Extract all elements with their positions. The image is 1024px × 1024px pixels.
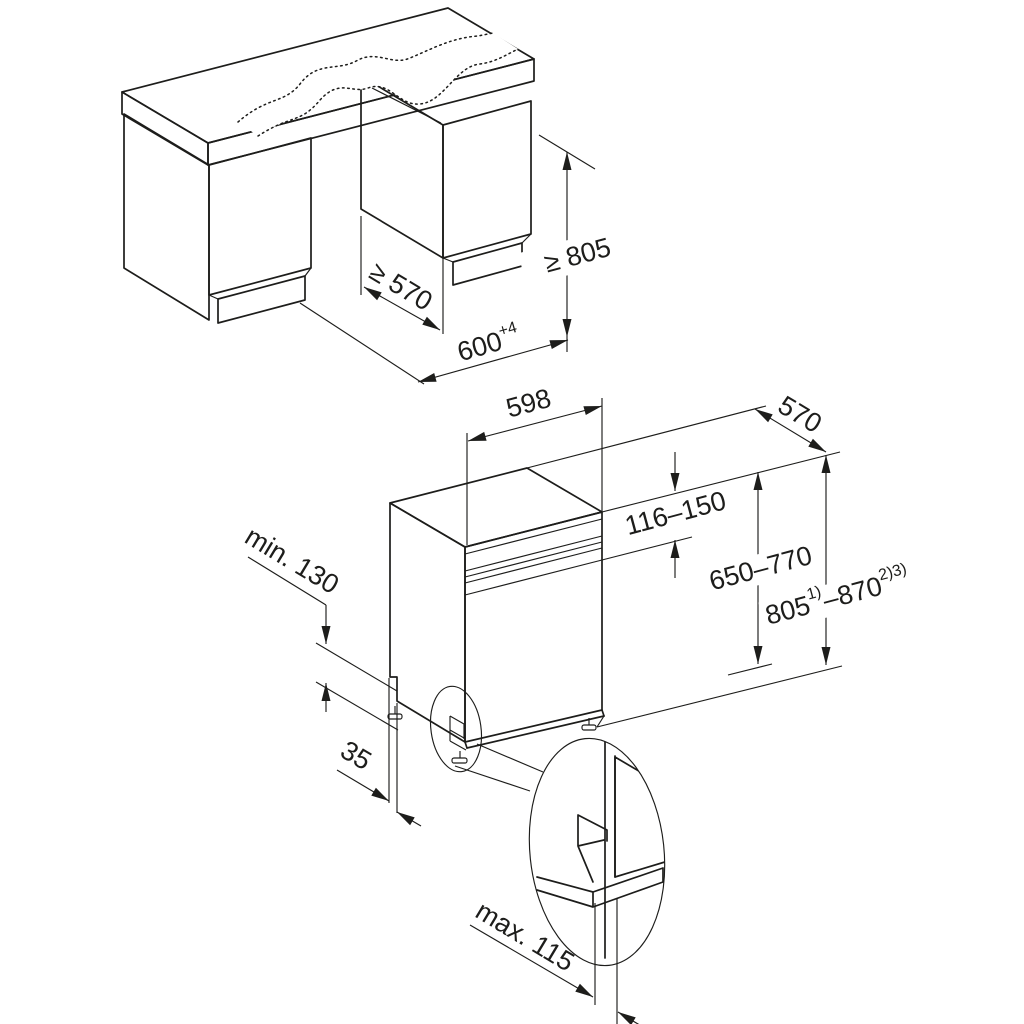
total-height-min: 805 — [762, 590, 813, 631]
dimension-total-height: 8051)–8702)3) — [596, 455, 918, 728]
niche-view: ≥ 570 ≥ 805 600+4 — [121, 7, 637, 385]
plinth-recess-label: max. 115 — [470, 895, 579, 977]
adjustable-feet — [387, 706, 597, 764]
cutout-edge-lower — [257, 48, 519, 137]
right-cabinet — [360, 75, 532, 286]
detail-content — [536, 737, 676, 959]
control-panel-lines — [464, 518, 603, 596]
niche-width-tolerance: +4 — [497, 319, 519, 340]
door-height-label: 650–770 — [706, 540, 815, 596]
niche-width-value: 600 — [454, 326, 506, 367]
left-cabinet-plinth — [217, 275, 306, 324]
dishwasher-door — [464, 511, 603, 743]
niche-panel-edge — [371, 87, 442, 124]
detail-source-circle — [429, 685, 483, 773]
rear-gap-label: 35 — [335, 735, 376, 776]
dimension-niche-height: ≥ 805 — [518, 134, 637, 352]
total-height-max-note: 2)3) — [877, 561, 909, 585]
width-label: 598 — [503, 383, 554, 424]
dimension-width: 598 — [466, 383, 603, 545]
dimension-plinth-recess: max. 115 — [469, 895, 640, 1024]
dishwasher — [387, 467, 605, 764]
dishwasher-top — [389, 467, 603, 548]
total-height-min-note: 1) — [805, 584, 823, 604]
dimension-panel-height: 116–150 — [601, 452, 734, 578]
cutout-band — [238, 33, 518, 136]
niche-width-label: 600+4 — [453, 319, 523, 367]
depth-label: 570 — [773, 390, 827, 439]
dimension-depth: 570 — [526, 390, 841, 513]
plinth-clearance-label: min. 130 — [240, 521, 344, 600]
dishwasher-side-panel — [389, 502, 466, 743]
right-cabinet-plinth — [452, 242, 523, 286]
appliance-view: 598 570 116–150 — [240, 383, 918, 1024]
dishwasher-base — [449, 709, 605, 751]
dimension-niche-width: 600+4 — [299, 302, 569, 385]
detail-door-face — [614, 756, 676, 878]
countertop — [121, 7, 535, 166]
detail-magnified-circle — [528, 737, 666, 967]
dimension-plinth-clearance: min. 130 — [240, 521, 399, 731]
